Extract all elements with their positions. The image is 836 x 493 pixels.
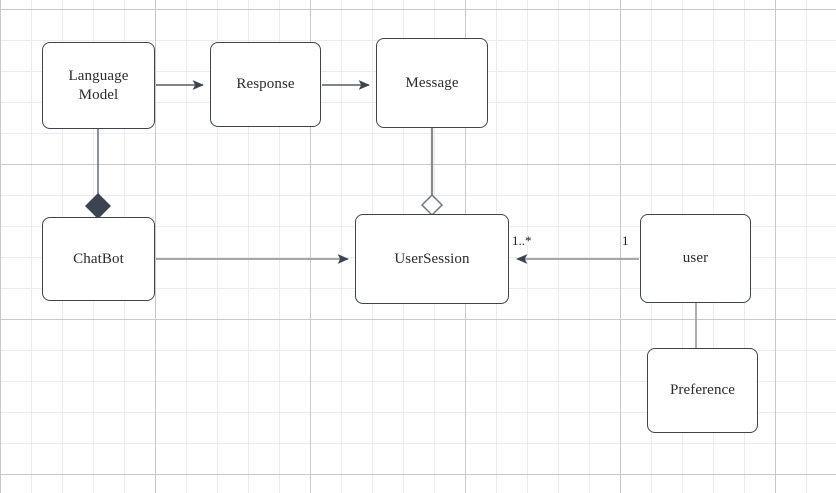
node-label: Preference <box>669 382 736 399</box>
node-label: Language Model <box>68 67 129 103</box>
multiplicity-usersession-end: 1..* <box>512 233 532 248</box>
multiplicity-user-end: 1 <box>622 233 629 248</box>
node-label: UserSession <box>394 250 470 267</box>
composition-diamond-icon <box>85 193 111 219</box>
node-chatbot[interactable]: ChatBot <box>42 217 155 301</box>
node-response[interactable]: Response <box>210 42 321 127</box>
node-label: user <box>682 250 709 267</box>
node-label: Response <box>236 76 295 93</box>
edge-language-model-to-chatbot <box>85 129 111 219</box>
edge-message-to-usersession <box>420 128 444 217</box>
node-usersession[interactable]: UserSession <box>355 214 509 304</box>
node-label: ChatBot <box>73 250 124 267</box>
node-language-model[interactable]: Language Model <box>42 42 155 129</box>
node-message[interactable]: Message <box>376 38 488 128</box>
node-user[interactable]: user <box>640 214 751 303</box>
node-label: Message <box>405 74 459 91</box>
aggregation-diamond-icon <box>420 193 444 217</box>
node-preference[interactable]: Preference <box>647 348 758 433</box>
